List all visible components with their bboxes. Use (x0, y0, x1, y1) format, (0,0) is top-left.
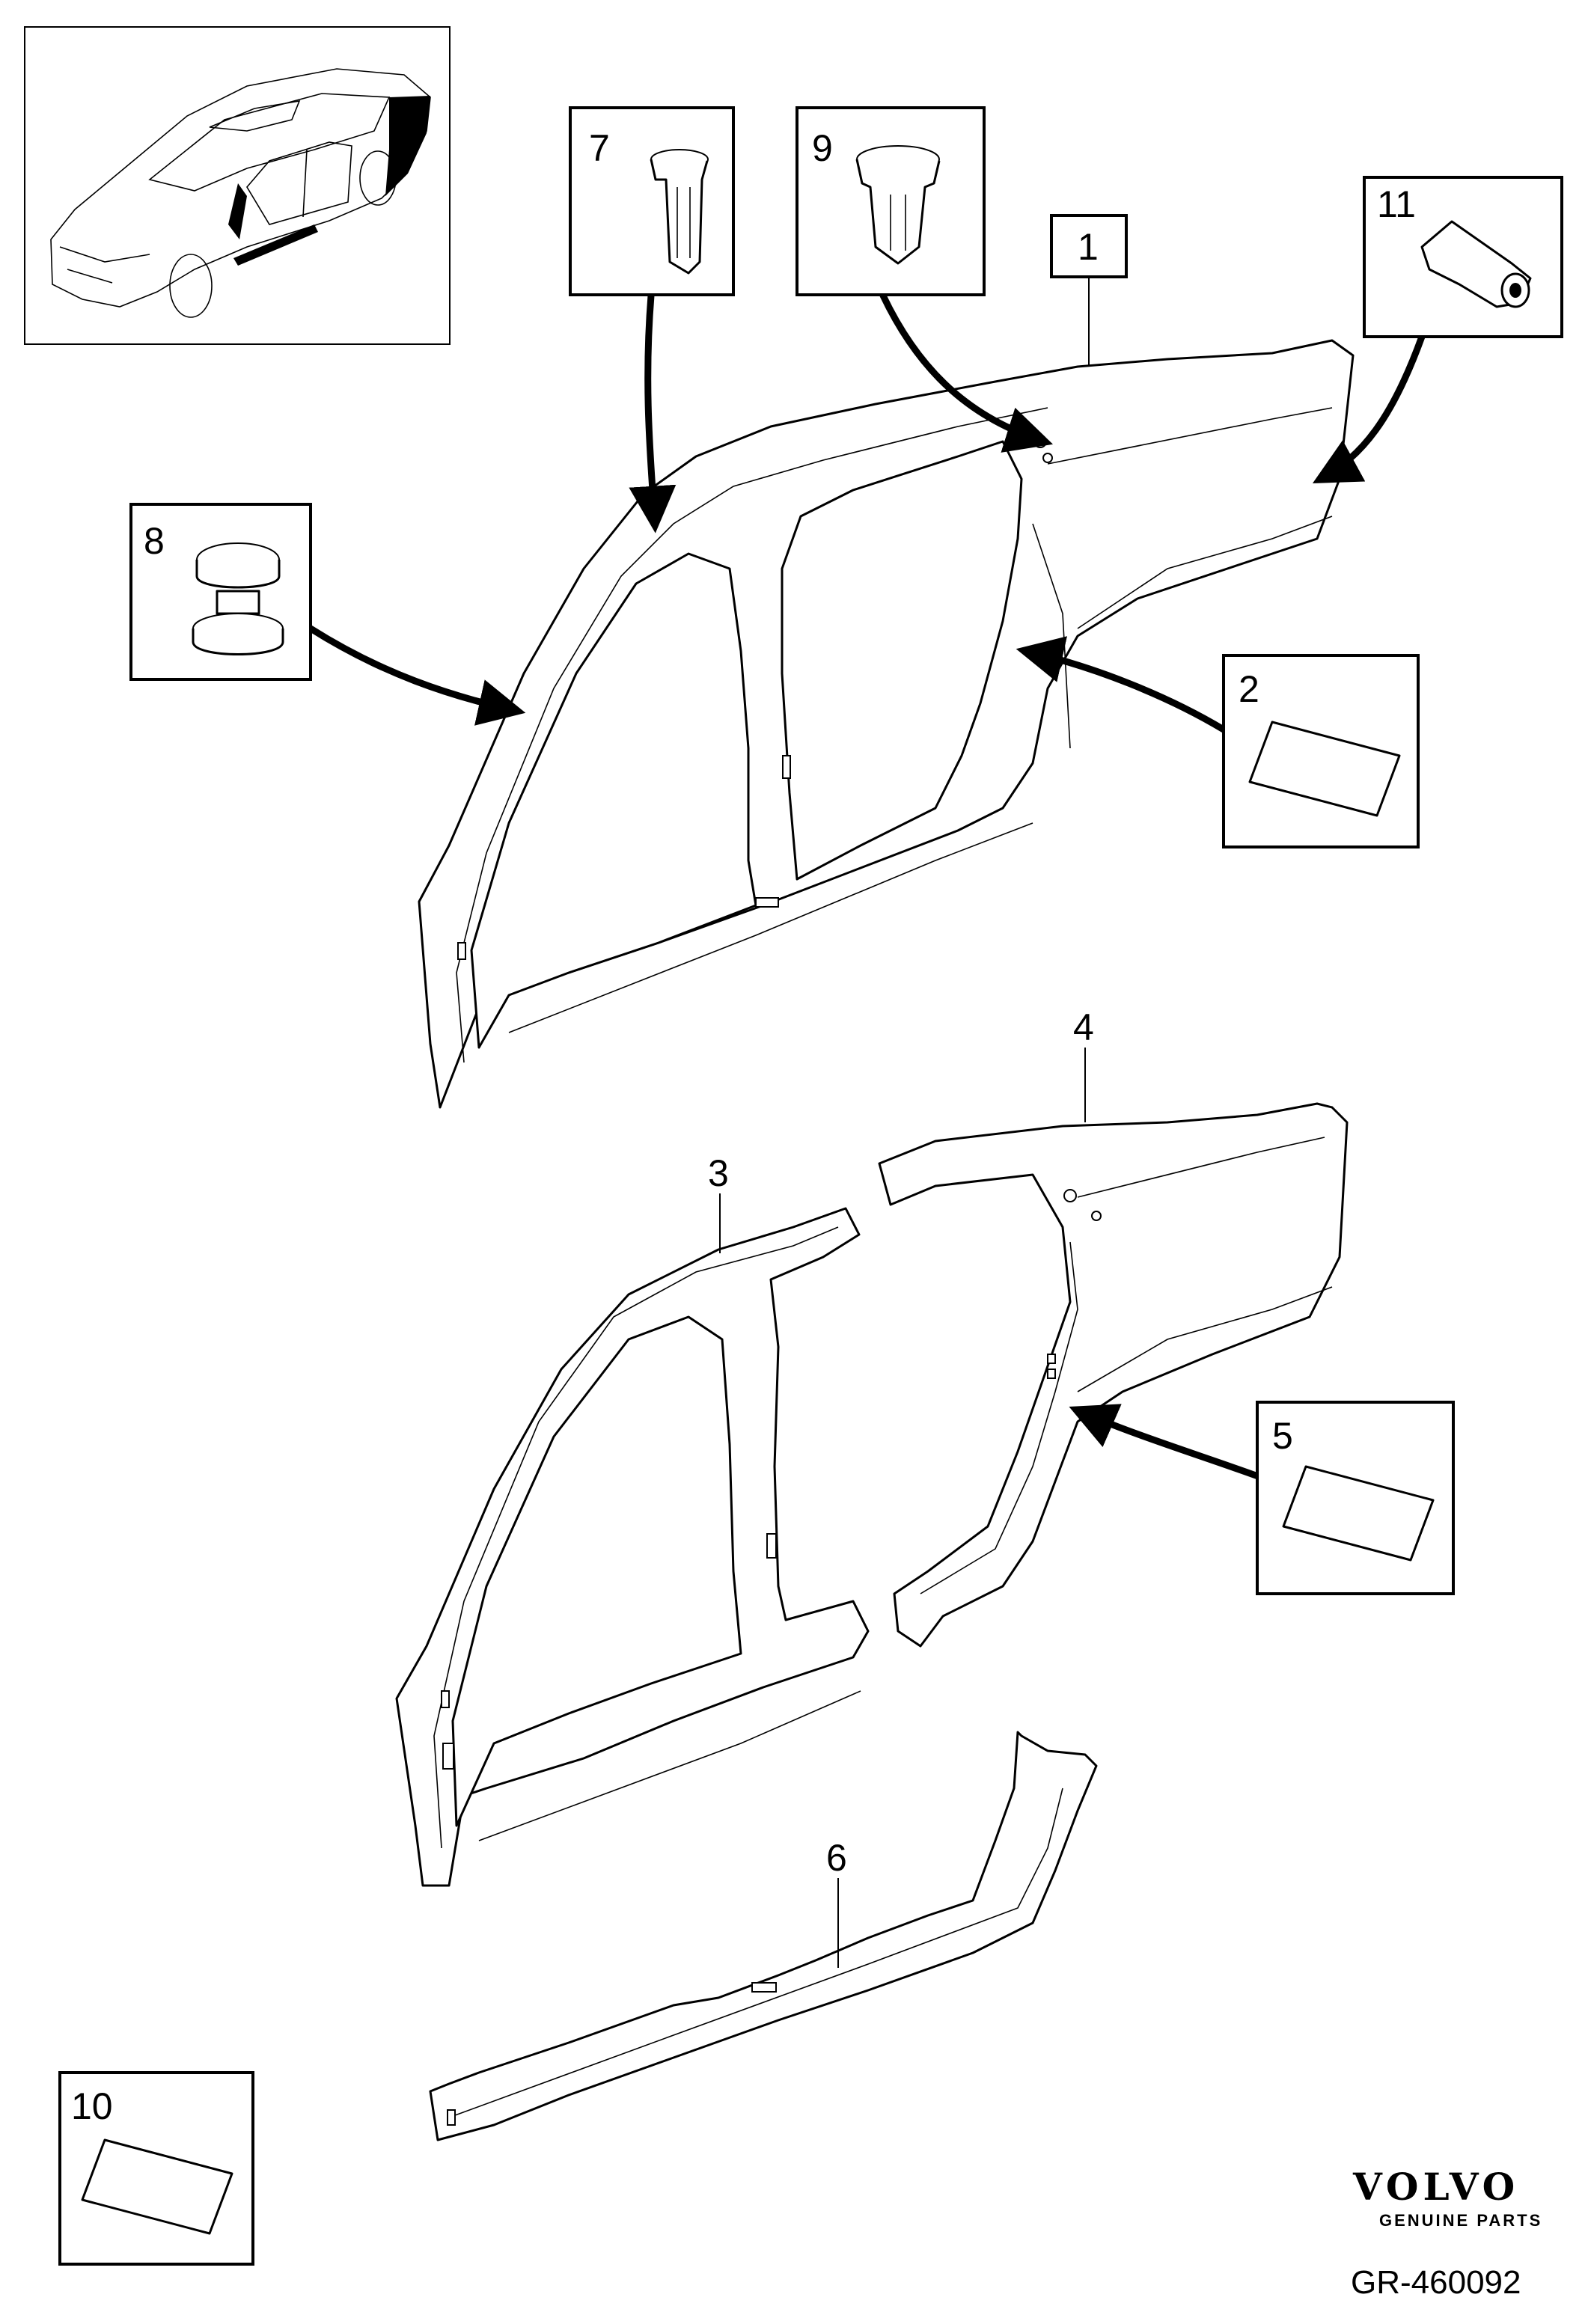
arrow-8 (307, 625, 526, 726)
volvo-genuine-parts-logo: VOLVO GENUINE PARTS (1352, 2165, 1542, 2230)
svg-text:8: 8 (144, 520, 165, 562)
callout-box-5: 5 (1256, 1401, 1455, 1595)
part-8-plug (192, 542, 284, 655)
callout-box-2: 2 (1222, 654, 1420, 848)
callout-number-6: 6 (826, 1837, 847, 1879)
callout-box-9: 9 (796, 106, 986, 296)
part-10-label-sticker (81, 2138, 233, 2235)
vehicle-overview-thumbnail (24, 26, 451, 345)
callout-box-8: 8 (129, 503, 312, 681)
brand-logo-text: VOLVO (1352, 2165, 1519, 2209)
svg-text:9: 9 (812, 127, 833, 169)
diagram-code: GR-460092 (1351, 2264, 1521, 2301)
arrow-5 (1069, 1404, 1276, 1485)
brand-tagline: GENUINE PARTS (1379, 2211, 1542, 2230)
arrow-2 (1016, 636, 1227, 733)
callout-box-11: 11 (1363, 176, 1563, 338)
svg-text:5: 5 (1272, 1415, 1293, 1457)
part-3-body-side-front (395, 1207, 870, 1887)
part-4-quarter-panel (878, 1102, 1349, 1648)
arrow-9 (879, 292, 1054, 453)
part-7-rivet-nut (650, 149, 709, 275)
part-2-label-sticker (1248, 721, 1401, 817)
part-5-label-sticker (1282, 1465, 1435, 1562)
part-6-sill-panel (429, 1731, 1098, 2141)
arrow-11 (1312, 333, 1426, 484)
callout-box-10: 10 (58, 2071, 254, 2266)
callout-box-7: 7 (569, 106, 735, 296)
svg-text:11: 11 (1377, 183, 1416, 225)
callout-box-1: 1 (1050, 214, 1128, 278)
part-11-blind-nut (1420, 220, 1532, 308)
callout-number-4: 4 (1073, 1006, 1094, 1048)
svg-text:2: 2 (1239, 668, 1259, 710)
svg-text:1: 1 (1078, 226, 1099, 268)
svg-text:7: 7 (589, 127, 610, 169)
svg-text:10: 10 (71, 2085, 113, 2127)
part-9-rivet-nut-large (855, 145, 941, 265)
callout-number-3: 3 (708, 1152, 729, 1194)
arrow-7 (629, 292, 677, 533)
